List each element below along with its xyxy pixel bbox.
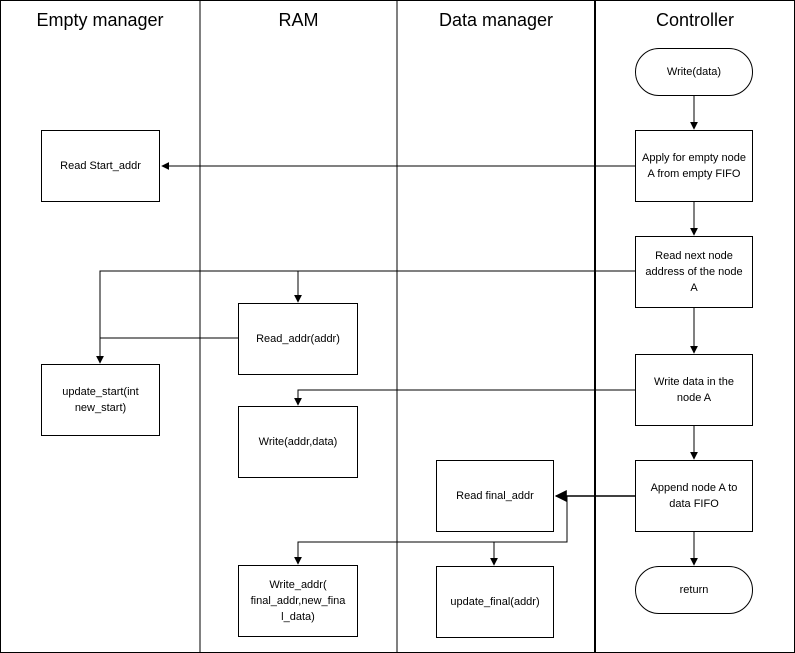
process-update-start: update_start(int new_start)	[41, 364, 160, 436]
lane-title-data-manager: Data manager	[438, 10, 554, 30]
process-read-next-node: Read next node address of the node A	[635, 236, 753, 308]
lane-title-ram: RAM	[278, 10, 319, 30]
process-apply-empty-node: Apply for empty node A from empty FIFO	[635, 130, 753, 202]
process-read-addr: Read_addr(addr)	[238, 303, 358, 375]
end-node-label: return	[679, 584, 709, 596]
arrow-readnext-to-updatestart	[96, 270, 635, 364]
process-append-node: Append node A to data FIFO	[635, 460, 753, 532]
start-node-write-data: Write(data)	[635, 48, 753, 96]
process-label: update_start(int new_start)	[62, 386, 139, 414]
process-label: update_final(addr)	[450, 596, 540, 608]
process-read-final-addr: Read final_addr	[436, 460, 554, 532]
process-label: Write_addr( final_addr,new_fina l_data)	[250, 579, 346, 623]
process-label: Read final_addr	[456, 490, 534, 502]
process-label: Append node A to data FIFO	[650, 482, 738, 510]
end-node-return: return	[635, 566, 753, 614]
process-label: Write data in the node A	[654, 376, 734, 404]
process-update-final: update_final(addr)	[436, 566, 554, 638]
process-label: Read_addr(addr)	[256, 333, 340, 345]
lane-title-controller: Controller	[655, 10, 735, 30]
process-read-start-addr: Read Start_addr	[41, 130, 160, 202]
process-label: Apply for empty node A from empty FIFO	[642, 152, 746, 180]
process-label: Write(addr,data)	[258, 436, 338, 448]
process-write-addr-final: Write_addr( final_addr,new_fina l_data)	[238, 565, 358, 637]
lane-title-empty-manager: Empty manager	[36, 10, 164, 30]
start-node-label: Write(data)	[666, 66, 722, 78]
process-label: Read next node address of the node A	[645, 250, 743, 294]
process-write-data-in-node: Write data in the node A	[635, 354, 753, 426]
process-label: Read Start_addr	[60, 160, 141, 172]
arrow-readfinal-to-writeaddrfinal	[294, 496, 568, 565]
arrow-writein-to-writeaddrdata	[294, 389, 635, 406]
process-write-addr-data: Write(addr,data)	[238, 406, 358, 478]
